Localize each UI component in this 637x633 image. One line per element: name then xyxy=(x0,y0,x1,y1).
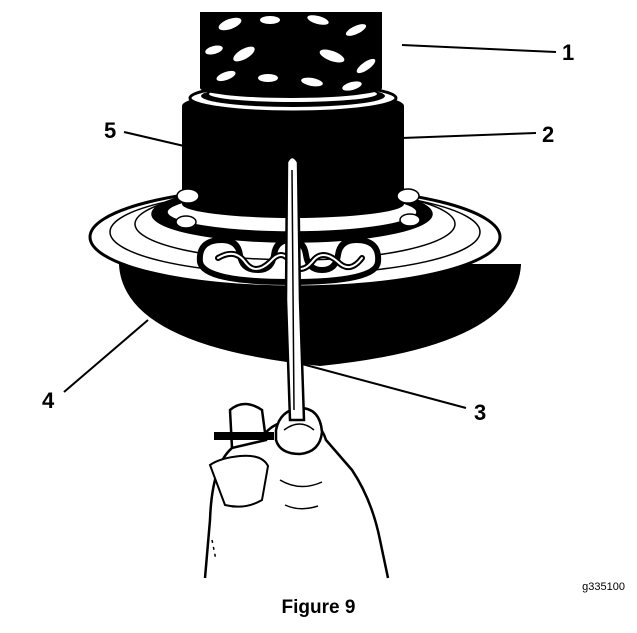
leader-line-4 xyxy=(63,319,149,393)
leader-line-2 xyxy=(401,132,537,139)
callout-2: 2 xyxy=(542,122,554,147)
callout-4: 4 xyxy=(42,388,55,413)
leader-line-5 xyxy=(123,131,288,171)
leader-lines xyxy=(63,44,557,409)
hand xyxy=(203,402,390,579)
callout-3: 3 xyxy=(474,400,486,425)
figure-caption: Figure 9 xyxy=(281,597,356,618)
figure-reference-code: g335100 xyxy=(582,581,625,593)
callout-5: 5 xyxy=(104,118,116,143)
upper-cylinder xyxy=(200,12,382,98)
base-housing xyxy=(118,264,522,367)
leader-line-1 xyxy=(401,44,557,53)
tool xyxy=(214,155,306,440)
flange-bolt-holes xyxy=(175,188,421,229)
leader-line-3 xyxy=(301,363,467,409)
callout-1: 1 xyxy=(562,40,574,65)
